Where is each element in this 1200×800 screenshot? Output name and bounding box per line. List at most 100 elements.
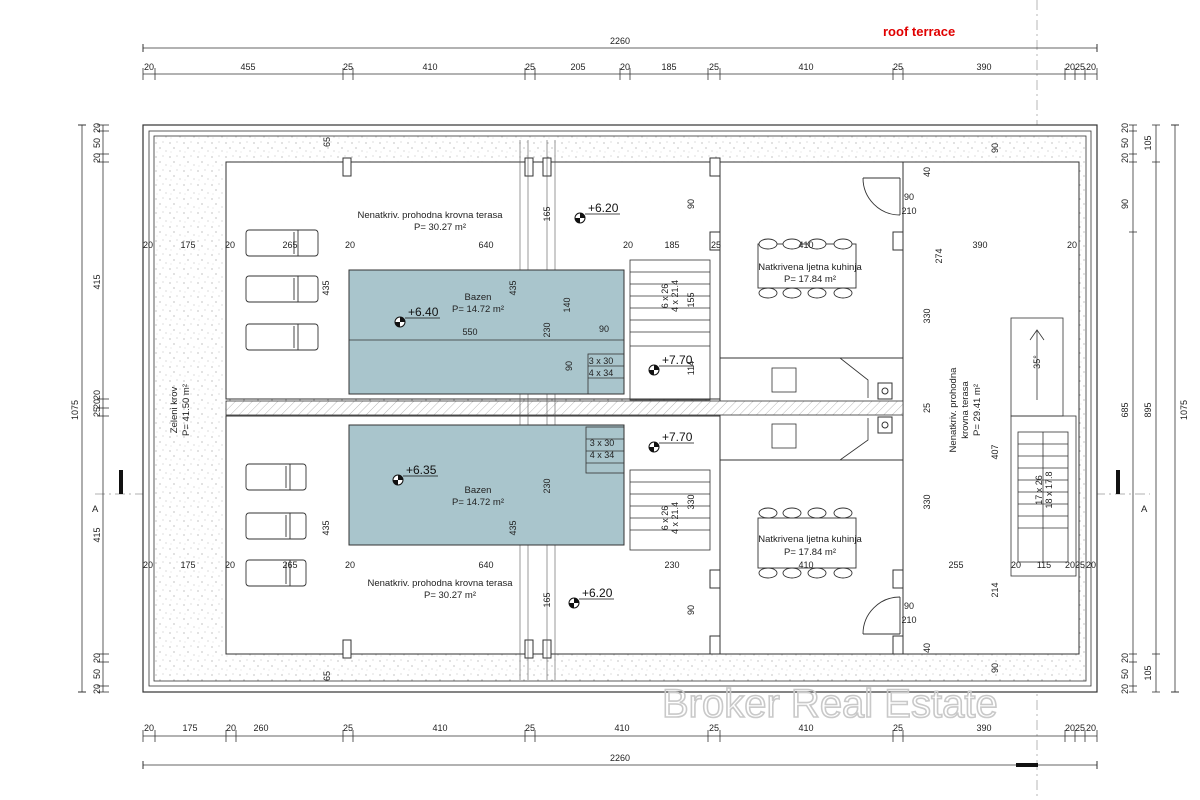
svg-text:A: A [92, 504, 99, 515]
elevation-label: +6.20 [588, 201, 619, 215]
overall-width-top: 2260 [610, 36, 630, 46]
sun-loungers [245, 229, 319, 587]
bottom-dim-6: 25 [525, 723, 535, 733]
interior-v-274: 274 [934, 248, 944, 263]
section-mark-right: A [1116, 470, 1148, 515]
kitchen-bottom-name: Natkrivena ljetna kuhinja [758, 534, 862, 545]
door-top [862, 177, 901, 216]
interior-pool-230-top: 230 [542, 322, 552, 337]
interior-row-bottom-12: 25 [1075, 560, 1085, 570]
left-dim-10: 20 [92, 684, 102, 694]
top-dim-11: 390 [976, 62, 991, 72]
interior-kitchen-114: 114 [686, 361, 696, 375]
interior-v-65-top: 65 [322, 137, 332, 147]
right-inner-dim-1: 50 [1120, 138, 1130, 148]
svg-text:A: A [1141, 504, 1148, 515]
bottom-dim-8: 25 [709, 723, 719, 733]
right-inner-dim-4: 685 [1120, 402, 1130, 417]
elevation-label: +6.20 [582, 586, 613, 600]
top-dim-9: 410 [798, 62, 813, 72]
top-dim-8: 25 [709, 62, 719, 72]
interior-steps-330: 330 [686, 494, 696, 509]
terrace-right-name: Nenatkriv. prohodna [948, 367, 959, 453]
interior-pool-length: 550 [462, 327, 477, 337]
interior-steps-bottom: 6 x 26 [660, 506, 670, 531]
left-dim-8: 20 [92, 653, 102, 663]
terrace-top-name: Nenatkriv. prohodna krovna terasa [357, 210, 503, 221]
interior-v-90-right-top: 90 [990, 143, 1000, 153]
top-dim-14: 20 [1086, 62, 1096, 72]
interior-v-165-top: 165 [542, 206, 552, 221]
elevation-label: +7.70 [662, 353, 693, 367]
interior-bed-435-bottom: 435 [321, 520, 331, 535]
terrace-top-area: P= 30.27 m² [414, 222, 466, 233]
elevation-label: +7.70 [662, 430, 693, 444]
party-wall [225, 400, 904, 416]
right-inner-dim-5: 20 [1120, 653, 1130, 663]
watermark: Broker Real Estate [662, 682, 998, 726]
elevation-label: +6.35 [406, 463, 437, 477]
bottom-dim-7: 410 [614, 723, 629, 733]
left-dim-6: 25 [92, 407, 102, 417]
green-roof-area: P= 41.50 m² [181, 384, 192, 436]
terrace-right [902, 161, 1080, 655]
top-dim-7: 185 [661, 62, 676, 72]
bottom-dim-13: 25 [1075, 723, 1085, 733]
interior-steps-top-2: 4 x 21.4 [670, 280, 680, 312]
interior-door-top-width: 90 [904, 192, 914, 202]
right-inner-dim-2: 20 [1120, 153, 1130, 163]
section-mark-left: A [92, 470, 123, 515]
interior-row-bottom-3: 265 [282, 560, 297, 570]
interior-small-steps-bottom-2: 4 x 34 [590, 450, 615, 460]
interior-roof-angle: 35° [1032, 355, 1042, 369]
terrace-bottom-name: Nenatkriv. prohodna krovna terasa [367, 578, 513, 589]
parapet-inner [148, 130, 1092, 687]
interior-v-407: 407 [990, 444, 1000, 459]
bottom-dim-5: 410 [432, 723, 447, 733]
interior-pool-435-bottom: 435 [508, 520, 518, 535]
interior-row-bottom-0: 20 [143, 560, 153, 570]
right-inner-dim-6: 50 [1120, 669, 1130, 679]
bottom-dim-0: 20 [144, 723, 154, 733]
interior-door-bottom-width: 90 [904, 601, 914, 611]
interior-steps-top: 6 x 26 [660, 284, 670, 309]
interior-row-top-2: 20 [225, 240, 235, 250]
interior-v-330-bottom: 330 [922, 494, 932, 509]
pool-steps-top [587, 353, 625, 395]
elevation-marker-pool-top: +6.40 [394, 305, 440, 328]
bottom-dim-2: 20 [226, 723, 236, 733]
top-dim-5: 205 [570, 62, 585, 72]
interior-v-90-right-bottom: 90 [990, 663, 1000, 673]
kitchen-top-name: Natkrivena ljetna kuhinja [758, 262, 862, 273]
terrace-right-area: P= 29.41 m² [972, 384, 983, 436]
interior-pool-140: 140 [562, 297, 572, 312]
interior-row-bottom-6: 230 [664, 560, 679, 570]
top-dim-4: 25 [525, 62, 535, 72]
dining-table-bottom [757, 507, 857, 579]
right-inner-dim-3: 90 [1120, 199, 1130, 209]
bottom-dim-3: 260 [253, 723, 268, 733]
door-bottom [862, 596, 901, 635]
green-roof-name: Zeleni krov [169, 387, 180, 434]
interior-row-bottom-10: 115 [1037, 560, 1051, 570]
right-outer-dim-1: 895 [1143, 402, 1153, 417]
bottom-dim-10: 25 [893, 723, 903, 733]
interior-door-bottom-height: 210 [901, 615, 916, 625]
top-dim-6: 20 [620, 62, 630, 72]
right-inner-dim-7: 20 [1120, 684, 1130, 694]
interior-row-bottom-1: 175 [180, 560, 195, 570]
scale-bar [1016, 763, 1038, 767]
interior-pool-230-bottom: 230 [542, 478, 552, 493]
interior-row-top-4: 20 [345, 240, 355, 250]
interior-v-25-core: 25 [922, 403, 932, 413]
left-dim-2: 20 [92, 153, 102, 163]
interior-row-top-3: 265 [282, 240, 297, 250]
left-dim-4: 20 [92, 390, 102, 400]
interior-v-90-top: 90 [686, 199, 696, 209]
right-inner-dim-0: 20 [1120, 123, 1130, 133]
elevation-marker-stair-bottom: +7.70 [648, 430, 694, 453]
